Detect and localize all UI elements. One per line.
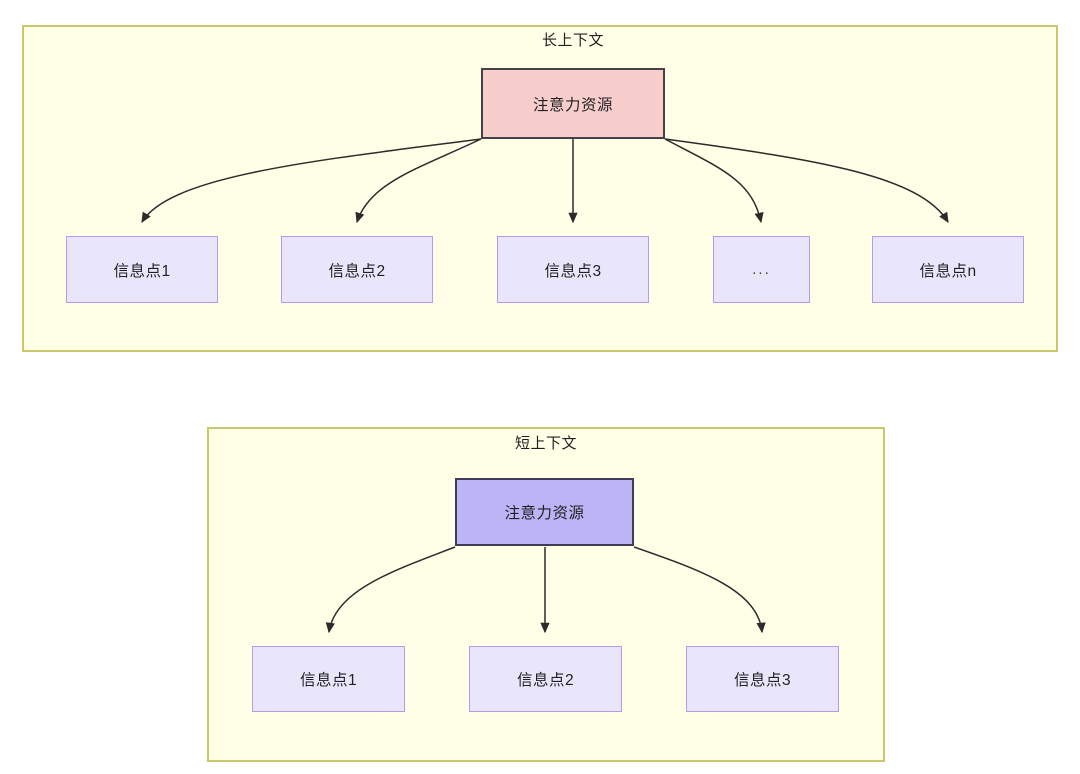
node-info-point-2-short[interactable]: 信息点2: [469, 646, 622, 712]
node-info-point-ellipsis-long[interactable]: ...: [713, 236, 810, 303]
node-info-point-1-short[interactable]: 信息点1: [252, 646, 405, 712]
panel-long-context-title: 长上下文: [541, 32, 605, 49]
node-attention-resource-long[interactable]: 注意力资源: [481, 68, 665, 139]
node-info-point-3-short[interactable]: 信息点3: [686, 646, 839, 712]
node-info-point-3-long[interactable]: 信息点3: [497, 236, 649, 303]
panel-short-context-title: 短上下文: [514, 435, 578, 452]
node-info-point-1-long[interactable]: 信息点1: [66, 236, 218, 303]
node-info-point-2-long[interactable]: 信息点2: [281, 236, 433, 303]
node-attention-resource-short[interactable]: 注意力资源: [455, 478, 634, 546]
node-info-point-n-long[interactable]: 信息点n: [872, 236, 1024, 303]
